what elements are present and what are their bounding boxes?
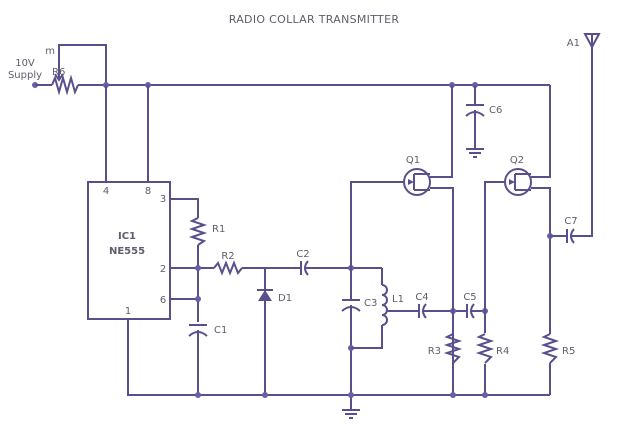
ground-symbol	[466, 148, 484, 158]
wire-q2-drain	[531, 85, 551, 178]
label-d1: D1	[278, 293, 292, 304]
label-a1: A1	[567, 38, 580, 49]
label-c6: C6	[489, 105, 502, 116]
ic-ref: IC1	[118, 231, 136, 242]
wire-q1-source	[430, 187, 454, 395]
node	[482, 392, 488, 398]
resistor-r3	[443, 333, 463, 364]
label-c1: C1	[214, 325, 227, 336]
wire-l1-bottom	[351, 325, 383, 349]
label-q1: Q1	[406, 155, 420, 166]
label-c5: C5	[463, 292, 476, 303]
ground-symbol	[342, 409, 360, 419]
resistor-r2	[213, 260, 243, 276]
wire-wiper	[58, 44, 107, 85]
ic-pin-2: 2	[160, 264, 166, 275]
label-r6: R6	[52, 67, 65, 78]
node	[195, 296, 201, 302]
label-r2: R2	[221, 251, 234, 262]
node	[195, 392, 201, 398]
inductor-l1	[381, 284, 388, 326]
wire-q1-drain	[430, 85, 453, 178]
label-c3: C3	[364, 298, 377, 309]
ic-pin-3: 3	[160, 194, 166, 205]
supply-voltage-label: 10V	[15, 58, 35, 69]
label-c2: C2	[296, 249, 309, 260]
resistor-r1	[188, 217, 208, 246]
wire-antenna	[571, 47, 593, 237]
transistor-q1	[403, 168, 431, 196]
label-q2: Q2	[510, 155, 524, 166]
label-wiper-m: m	[45, 46, 55, 57]
ic-pin-6: 6	[160, 295, 166, 306]
label-r5: R5	[562, 346, 575, 357]
transistor-q2	[504, 168, 532, 196]
node	[348, 392, 354, 398]
resistor-r5	[540, 333, 560, 364]
label-r4: R4	[496, 346, 509, 357]
ic-pin-8: 8	[145, 186, 151, 197]
label-c4: C4	[415, 292, 428, 303]
wire-pin3	[170, 198, 199, 218]
supply-label: Supply	[8, 70, 42, 81]
ic-pin-4: 4	[103, 186, 109, 197]
ic-part: NE555	[109, 246, 145, 257]
resistor-r6	[51, 48, 79, 96]
resistor-r4	[475, 333, 495, 364]
wire-q2-source	[531, 187, 551, 334]
diode-d1	[257, 289, 273, 301]
node	[450, 392, 456, 398]
wire-ground-rail	[127, 319, 550, 396]
label-c7: C7	[564, 216, 577, 227]
node	[195, 265, 201, 271]
ic-pin-1: 1	[125, 306, 131, 317]
antenna-a1	[583, 33, 601, 50]
label-r3: R3	[428, 346, 441, 357]
label-l1: L1	[392, 294, 404, 305]
label-r1: R1	[212, 224, 225, 235]
node	[262, 392, 268, 398]
wire-q2-gate	[484, 181, 505, 395]
wire-q1-base	[350, 181, 404, 268]
diagram-title: RADIO COLLAR TRANSMITTER	[229, 13, 400, 26]
